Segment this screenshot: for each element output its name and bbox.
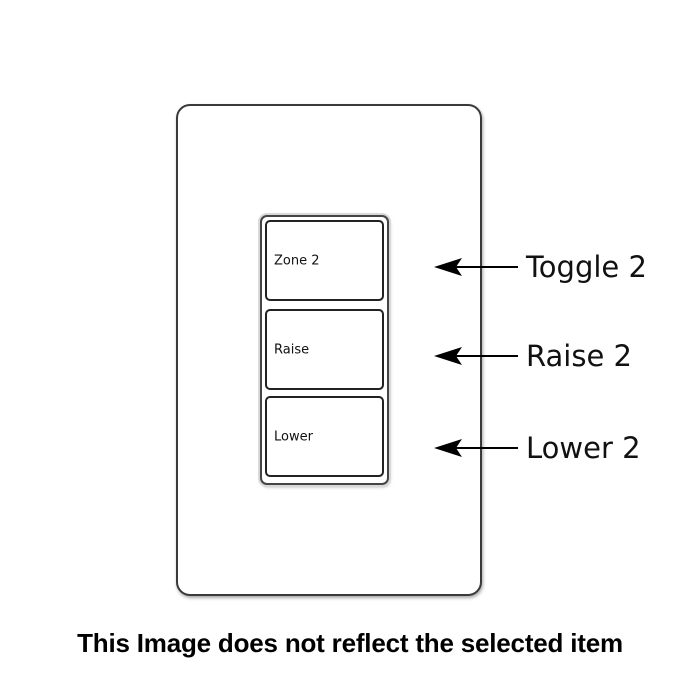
disclaimer-caption: This Image does not reflect the selected…	[77, 628, 623, 658]
button-label: Lower	[274, 429, 313, 444]
arrow-left-icon	[434, 347, 518, 365]
button-label: Raise	[274, 342, 310, 357]
callout-lower-2: Lower 2	[434, 431, 641, 465]
callout-raise-2: Raise 2	[434, 339, 632, 373]
button-label: Zone 2	[274, 253, 320, 268]
callout-toggle-2: Toggle 2	[434, 250, 647, 284]
arrow-left-icon	[434, 439, 518, 457]
keypad-button-lower: Lower	[265, 396, 384, 477]
keypad-button-zone-2: Zone 2	[265, 220, 384, 301]
arrow-left-icon	[434, 258, 518, 276]
callout-label: Raise 2	[526, 339, 632, 373]
callout-label: Toggle 2	[526, 250, 647, 284]
callout-label: Lower 2	[526, 431, 641, 465]
keypad-button-raise: Raise	[265, 309, 384, 390]
